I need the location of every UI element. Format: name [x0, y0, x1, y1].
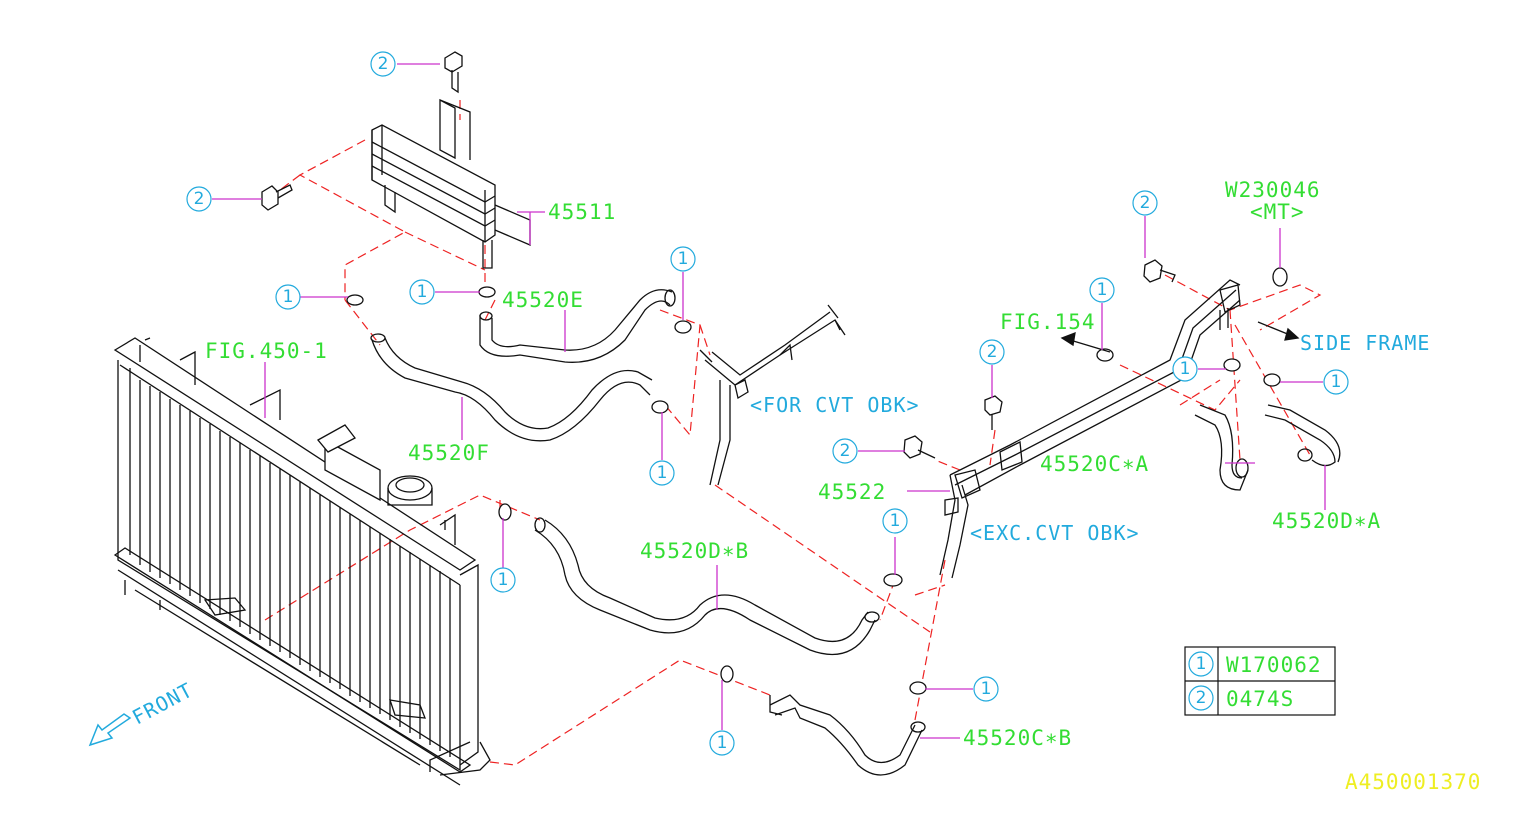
- callout-1-e: 1: [490, 567, 516, 593]
- callout-1-f: 1: [882, 508, 908, 534]
- label-45520cb: 45520C∗B: [963, 726, 1072, 750]
- callout-2-top: 2: [370, 51, 396, 77]
- svg-text:2: 2: [1140, 193, 1151, 213]
- callout-1-h: 1: [973, 676, 999, 702]
- label-45520f: 45520F: [408, 441, 490, 465]
- svg-text:1: 1: [717, 733, 728, 753]
- label-45520da: 45520D∗A: [1272, 509, 1381, 533]
- legend-table: 1 W170062 2 0474S: [1184, 646, 1336, 716]
- callout-1-j: 1: [1172, 356, 1198, 382]
- front-arrow-icon: [88, 713, 132, 747]
- callout-1-d: 1: [649, 460, 675, 486]
- front-label: FRONT: [128, 678, 197, 730]
- label-45520e: 45520E: [502, 288, 584, 312]
- svg-text:1: 1: [657, 463, 668, 483]
- figure-id: A450001370: [1345, 770, 1481, 794]
- callout-1-c: 1: [670, 246, 696, 272]
- callout-1-g: 1: [709, 730, 735, 756]
- legend-row-2: 2 0474S: [1188, 685, 1294, 711]
- hose-45520db: [534, 517, 880, 656]
- label-45520ca: 45520C∗A: [1040, 452, 1149, 476]
- arrows: [1060, 321, 1300, 353]
- note-for-cvt: <FOR CVT OBK>: [750, 393, 920, 417]
- callout-2-e: 2: [832, 438, 858, 464]
- svg-text:1: 1: [1180, 359, 1191, 379]
- callout-1-b: 1: [409, 279, 435, 305]
- svg-text:2: 2: [194, 189, 205, 209]
- clamps: [346, 259, 1288, 695]
- callout-2-d: 2: [979, 339, 1005, 365]
- label-mt: <MT>: [1250, 200, 1305, 224]
- callout-1-k: 1: [1323, 369, 1349, 395]
- label-45522: 45522: [818, 480, 886, 504]
- svg-text:1: 1: [498, 570, 509, 590]
- note-side-frame: SIDE FRAME: [1300, 331, 1430, 355]
- label-45520db: 45520D∗B: [640, 539, 749, 563]
- svg-text:2: 2: [378, 54, 389, 74]
- svg-text:2: 2: [987, 342, 998, 362]
- callout-2-left: 2: [186, 186, 212, 212]
- label-w230046: W230046: [1225, 178, 1321, 202]
- leader-lines: [212, 63, 1326, 739]
- hose-45520f: [370, 333, 653, 442]
- svg-text:1: 1: [678, 249, 689, 269]
- callout-2-c: 2: [1132, 190, 1158, 216]
- hose-45520ca: [1194, 404, 1249, 491]
- svg-text:1: 1: [417, 282, 428, 302]
- hose-45520da: [1264, 404, 1341, 467]
- legend-row-1: 1 W170062: [1188, 651, 1322, 677]
- note-exc-cvt: <EXC.CVT OBK>: [970, 521, 1140, 545]
- svg-text:1: 1: [1097, 280, 1108, 300]
- legend-part-1: W170062: [1226, 653, 1322, 677]
- hose-45520cb: [769, 694, 926, 776]
- svg-text:2: 2: [1196, 688, 1207, 708]
- callout-1-i: 1: [1089, 277, 1115, 303]
- label-fig154: FIG.154: [1000, 310, 1096, 334]
- hose-45520e: [479, 289, 676, 363]
- svg-text:1: 1: [283, 287, 294, 307]
- label-fig450: FIG.450-1: [205, 339, 328, 363]
- oil-cooler: [261, 51, 531, 269]
- svg-text:1: 1: [1331, 372, 1342, 392]
- legend-part-2: 0474S: [1226, 687, 1294, 711]
- svg-text:1: 1: [1196, 654, 1207, 674]
- radiator: [113, 337, 491, 786]
- callout-1-a: 1: [275, 284, 301, 310]
- svg-text:1: 1: [890, 511, 901, 531]
- svg-text:2: 2: [840, 441, 851, 461]
- svg-text:1: 1: [981, 679, 992, 699]
- label-45511: 45511: [548, 200, 616, 224]
- cvt-pipe: [699, 304, 846, 486]
